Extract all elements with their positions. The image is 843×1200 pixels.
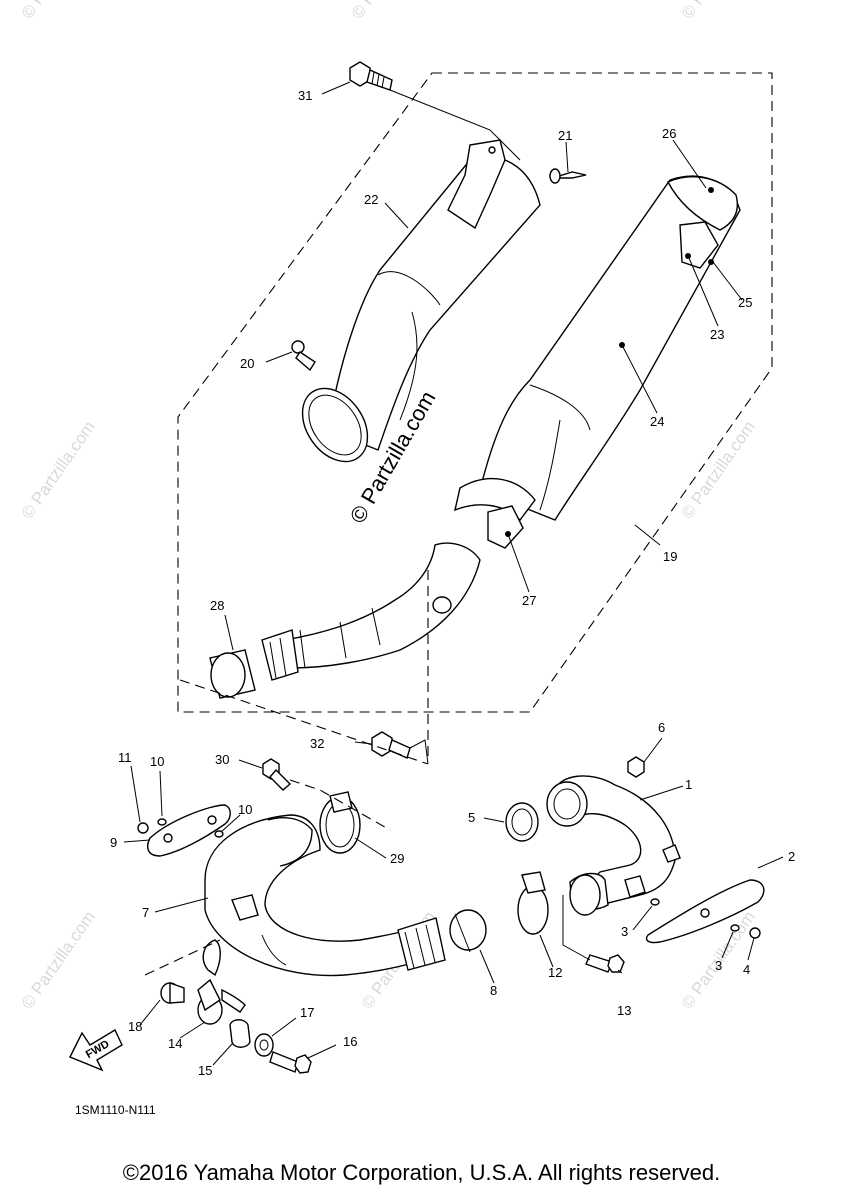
callout-26: 26	[662, 126, 676, 141]
callout-8: 8	[490, 983, 497, 998]
dashed-connectors	[144, 570, 429, 976]
callout-9: 9	[110, 835, 117, 850]
callout-14: 14	[168, 1036, 182, 1051]
fwd-arrow-icon: FWD	[69, 1029, 123, 1072]
bolt-31	[349, 61, 393, 91]
callout-labels: 31 21 22 20 26 25 23 24 19 27 28 32 30 1…	[110, 88, 795, 1078]
callout-1: 1	[685, 777, 692, 792]
exhaust-pipe-1	[546, 775, 681, 916]
callout-3-left: 3	[621, 924, 628, 939]
watermark-top-right: © Partzilla.com	[678, 0, 759, 22]
gasket-5	[505, 802, 539, 842]
callout-32: 32	[310, 736, 324, 751]
callout-28: 28	[210, 598, 224, 613]
watermark-bottom-left: © Partzilla.com	[18, 908, 99, 1013]
bolt-4	[749, 927, 761, 939]
diagram-code: 1SM1110-N111	[75, 1103, 156, 1117]
nut-6	[627, 756, 645, 778]
collar-17	[254, 1033, 274, 1057]
callout-3-right: 3	[715, 958, 722, 973]
callout-19: 19	[663, 549, 677, 564]
joint-pipe-7	[204, 814, 446, 977]
callout-17: 17	[300, 1005, 314, 1020]
bolt-11	[137, 822, 149, 834]
watermark-mid-right: © Partzilla.com	[678, 418, 759, 523]
callout-30: 30	[215, 752, 229, 767]
callout-27: 27	[522, 593, 536, 608]
copyright-footer: ©2016 Yamaha Motor Corporation, U.S.A. A…	[122, 1160, 721, 1185]
clamp-12	[517, 871, 549, 935]
muffler-24	[261, 175, 741, 681]
callout-22: 22	[364, 192, 378, 207]
callout-16: 16	[343, 1034, 357, 1049]
muffler-assembly-group-outline	[177, 72, 773, 713]
callout-6: 6	[658, 720, 665, 735]
callout-10-mid: 10	[238, 802, 252, 817]
heat-protector-22	[301, 139, 541, 463]
callout-20: 20	[240, 356, 254, 371]
callout-29: 29	[390, 851, 404, 866]
bolt-16	[269, 1051, 312, 1074]
gasket-8	[449, 909, 487, 953]
callout-12: 12	[548, 965, 562, 980]
callout-4: 4	[743, 962, 750, 977]
bolt-32	[371, 731, 411, 759]
leader-lines	[123, 81, 784, 1066]
bolt-30	[262, 758, 292, 791]
washer-3a	[650, 898, 660, 906]
callout-23: 23	[710, 327, 724, 342]
callout-25: 25	[738, 295, 752, 310]
callout-2: 2	[788, 849, 795, 864]
callout-11: 11	[118, 750, 132, 765]
screw-21	[549, 168, 587, 184]
watermark-top-left: © Partzilla.com	[18, 0, 99, 22]
washer-10b	[214, 830, 224, 838]
heat-protector-9	[147, 804, 231, 857]
callout-18: 18	[128, 1019, 142, 1034]
protector-2	[645, 879, 765, 944]
washer-10a	[157, 818, 167, 826]
collar-18	[160, 982, 185, 1004]
bolt-13	[585, 954, 625, 973]
sleeve-28	[209, 649, 256, 699]
bracket-14	[197, 939, 246, 1025]
callout-10-top: 10	[150, 754, 164, 769]
callout-15: 15	[198, 1063, 212, 1078]
bolt-20	[291, 340, 316, 372]
clamp-29	[319, 791, 361, 854]
damper-15	[229, 1019, 251, 1048]
callout-5: 5	[468, 810, 475, 825]
watermark-mid-left: © Partzilla.com	[18, 418, 99, 523]
washer-3b	[730, 924, 740, 932]
callout-21: 21	[558, 128, 572, 143]
callout-7: 7	[142, 905, 149, 920]
watermark-top-center: © Partzilla.com	[348, 0, 429, 22]
callout-31: 31	[298, 88, 312, 103]
callout-24: 24	[650, 414, 664, 429]
callout-13: 13	[617, 1003, 631, 1018]
